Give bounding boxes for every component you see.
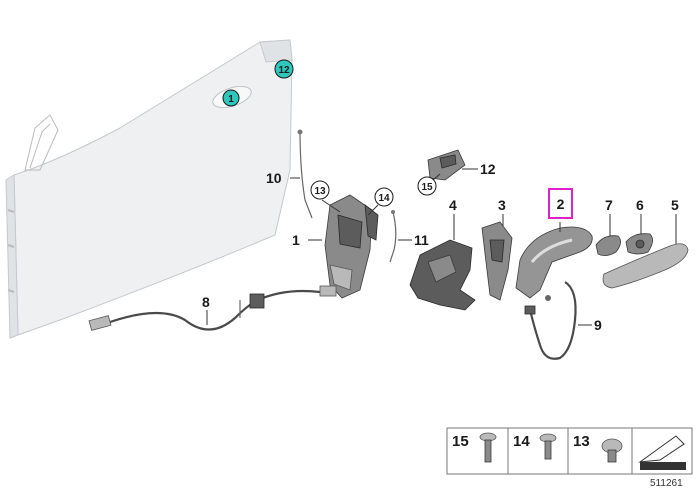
part-8-cable: [88, 285, 337, 331]
screw-13-icon: [601, 438, 623, 463]
leader-13: [321, 199, 341, 213]
svg-text:1: 1: [228, 94, 234, 105]
callout-11: 11: [414, 232, 429, 248]
callout-5: 5: [671, 197, 679, 213]
callout-12: 12: [480, 161, 496, 177]
legend-item-13: 13: [573, 433, 590, 450]
callout-1: 1: [292, 232, 300, 248]
callout-6: 6: [636, 197, 644, 213]
part-1-lock: [324, 194, 379, 299]
svg-text:12: 12: [278, 65, 290, 76]
callout-15-circle: 15: [417, 176, 437, 196]
part-10-rod: [297, 129, 313, 219]
callout-8: 8: [202, 294, 210, 310]
callout-2-highlighted: 2: [548, 188, 573, 219]
part-6-cylinder: [625, 233, 653, 255]
callout-7: 7: [605, 197, 613, 213]
svg-text:14: 14: [378, 193, 390, 204]
legend-item-15: 15: [452, 433, 469, 450]
callout-14-circle: 14: [374, 187, 394, 207]
svg-text:13: 13: [314, 186, 326, 197]
callout-10: 10: [266, 170, 282, 186]
badge-12-door: 12: [274, 59, 294, 79]
legend-item-14: 14: [513, 433, 530, 450]
screw-15-icon: [479, 432, 497, 463]
leader-14: [367, 204, 379, 216]
part-7-cap: [595, 235, 621, 256]
callout-4: 4: [449, 197, 457, 213]
part-4-bracket: [409, 239, 476, 311]
part-12-striker: [427, 149, 466, 181]
reference-number: 511261: [650, 478, 683, 489]
screw-legend: 15 14 13: [446, 427, 693, 475]
part-5-outer-handle: [602, 243, 689, 289]
legend-arrow-icon: [638, 435, 686, 470]
door-panel: [5, 39, 293, 339]
badge-1-door: 1: [222, 89, 240, 107]
part-9-cable: [524, 281, 577, 360]
part-2-handle-carrier: [515, 226, 593, 299]
leader-15: [432, 173, 441, 181]
part-3-carrier: [481, 221, 513, 301]
callout-9: 9: [594, 317, 602, 333]
callout-3: 3: [498, 197, 506, 213]
part-11-rod: [389, 210, 397, 263]
callout-13-circle: 13: [310, 180, 330, 200]
screw-14-icon: [539, 433, 557, 460]
svg-text:2: 2: [557, 196, 565, 212]
svg-text:15: 15: [421, 182, 433, 193]
